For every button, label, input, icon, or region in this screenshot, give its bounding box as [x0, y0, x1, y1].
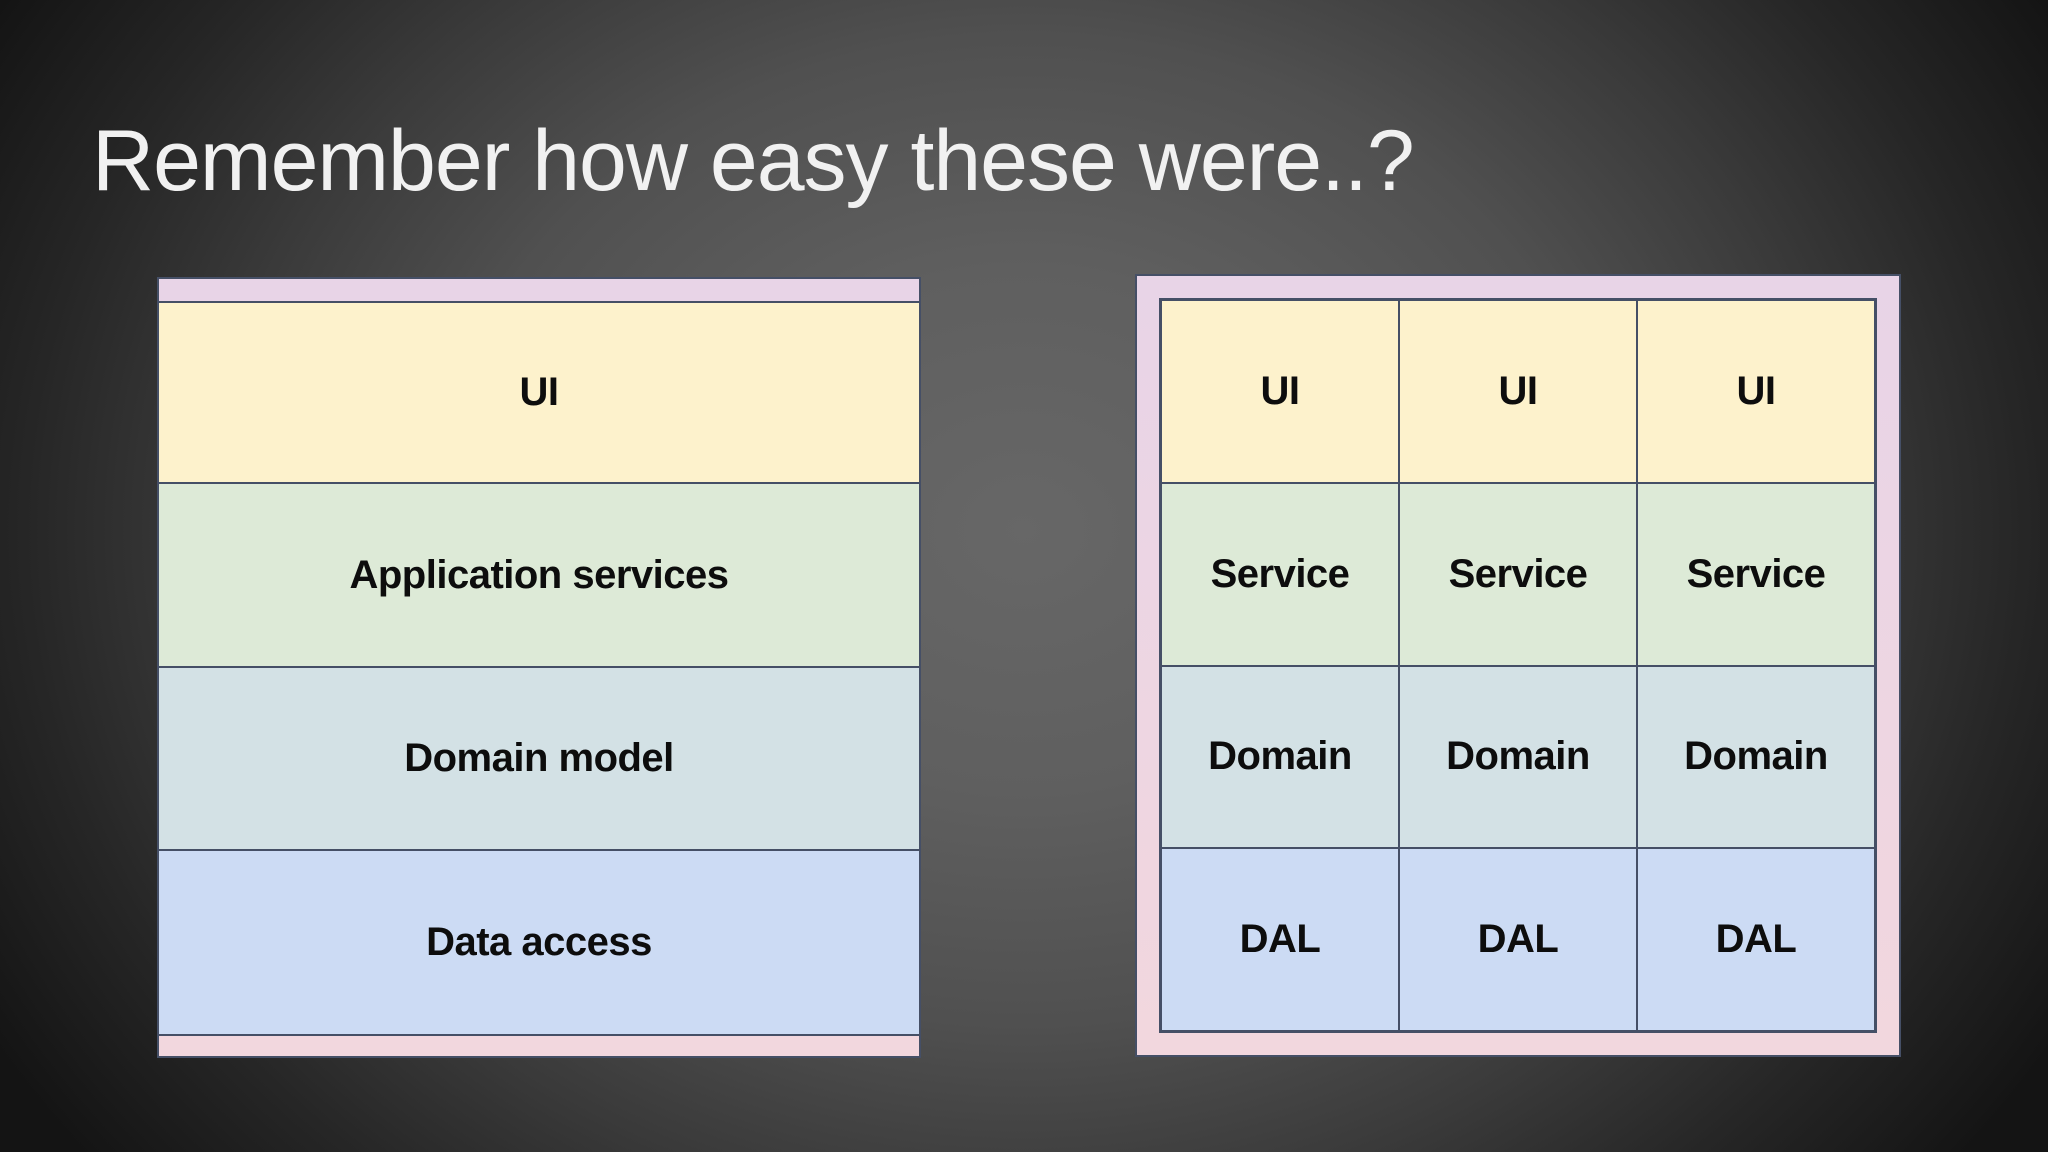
grid-cell-service-2: Service	[1399, 482, 1637, 666]
grid-cell-service-3: Service	[1637, 482, 1875, 666]
grid-cell-label: DAL	[1715, 917, 1797, 962]
grid-cell-label: DAL	[1239, 917, 1321, 962]
grid-cell-domain-1: Domain	[1161, 665, 1399, 849]
layer-row-domain-model: Domain model	[159, 666, 919, 849]
slide-title: Remember how easy these were..?	[92, 113, 1415, 209]
layer-label-ui: UI	[519, 370, 560, 414]
layer-row-application-services: Application services	[159, 482, 919, 666]
layered-architecture-diagram: UI Application services Domain model Dat…	[157, 277, 921, 1058]
grid-cell-label: UI	[1736, 368, 1777, 413]
grid-cell-label: UI	[1260, 368, 1301, 413]
grid-cell-label: Domain	[1446, 734, 1590, 779]
grid-cell-domain-3: Domain	[1637, 665, 1875, 849]
grid-cell-label: Service	[1448, 551, 1588, 596]
grid-cell-dal-1: DAL	[1161, 848, 1399, 1031]
sliced-architecture-grid: UI UI UI Service Service Service Domain …	[1159, 298, 1877, 1033]
layer-label-domain-model: Domain model	[404, 736, 674, 780]
grid-cell-ui-2: UI	[1399, 300, 1637, 483]
grid-cell-domain-2: Domain	[1399, 665, 1637, 849]
grid-cell-ui-3: UI	[1637, 300, 1875, 483]
grid-cell-service-1: Service	[1161, 482, 1399, 666]
layer-label-data-access: Data access	[426, 920, 652, 964]
layer-row-ui: UI	[159, 301, 919, 482]
layer-label-application-services: Application services	[349, 552, 729, 597]
grid-cell-dal-2: DAL	[1399, 848, 1637, 1031]
layers-frame-top-strip	[159, 279, 919, 301]
grid-cell-label: Domain	[1684, 734, 1828, 779]
grid-cell-ui-1: UI	[1161, 300, 1399, 483]
grid-cell-label: Domain	[1208, 734, 1352, 779]
grid-cell-label: Service	[1686, 551, 1826, 596]
grid-cell-label: DAL	[1477, 917, 1559, 962]
layer-row-data-access: Data access	[159, 849, 919, 1034]
grid-cell-dal-3: DAL	[1637, 848, 1875, 1031]
grid-cell-label: UI	[1498, 368, 1539, 413]
layers-frame-bottom-strip	[159, 1034, 919, 1056]
grid-cell-label: Service	[1210, 551, 1350, 596]
sliced-architecture-frame: UI UI UI Service Service Service Domain …	[1135, 274, 1901, 1057]
